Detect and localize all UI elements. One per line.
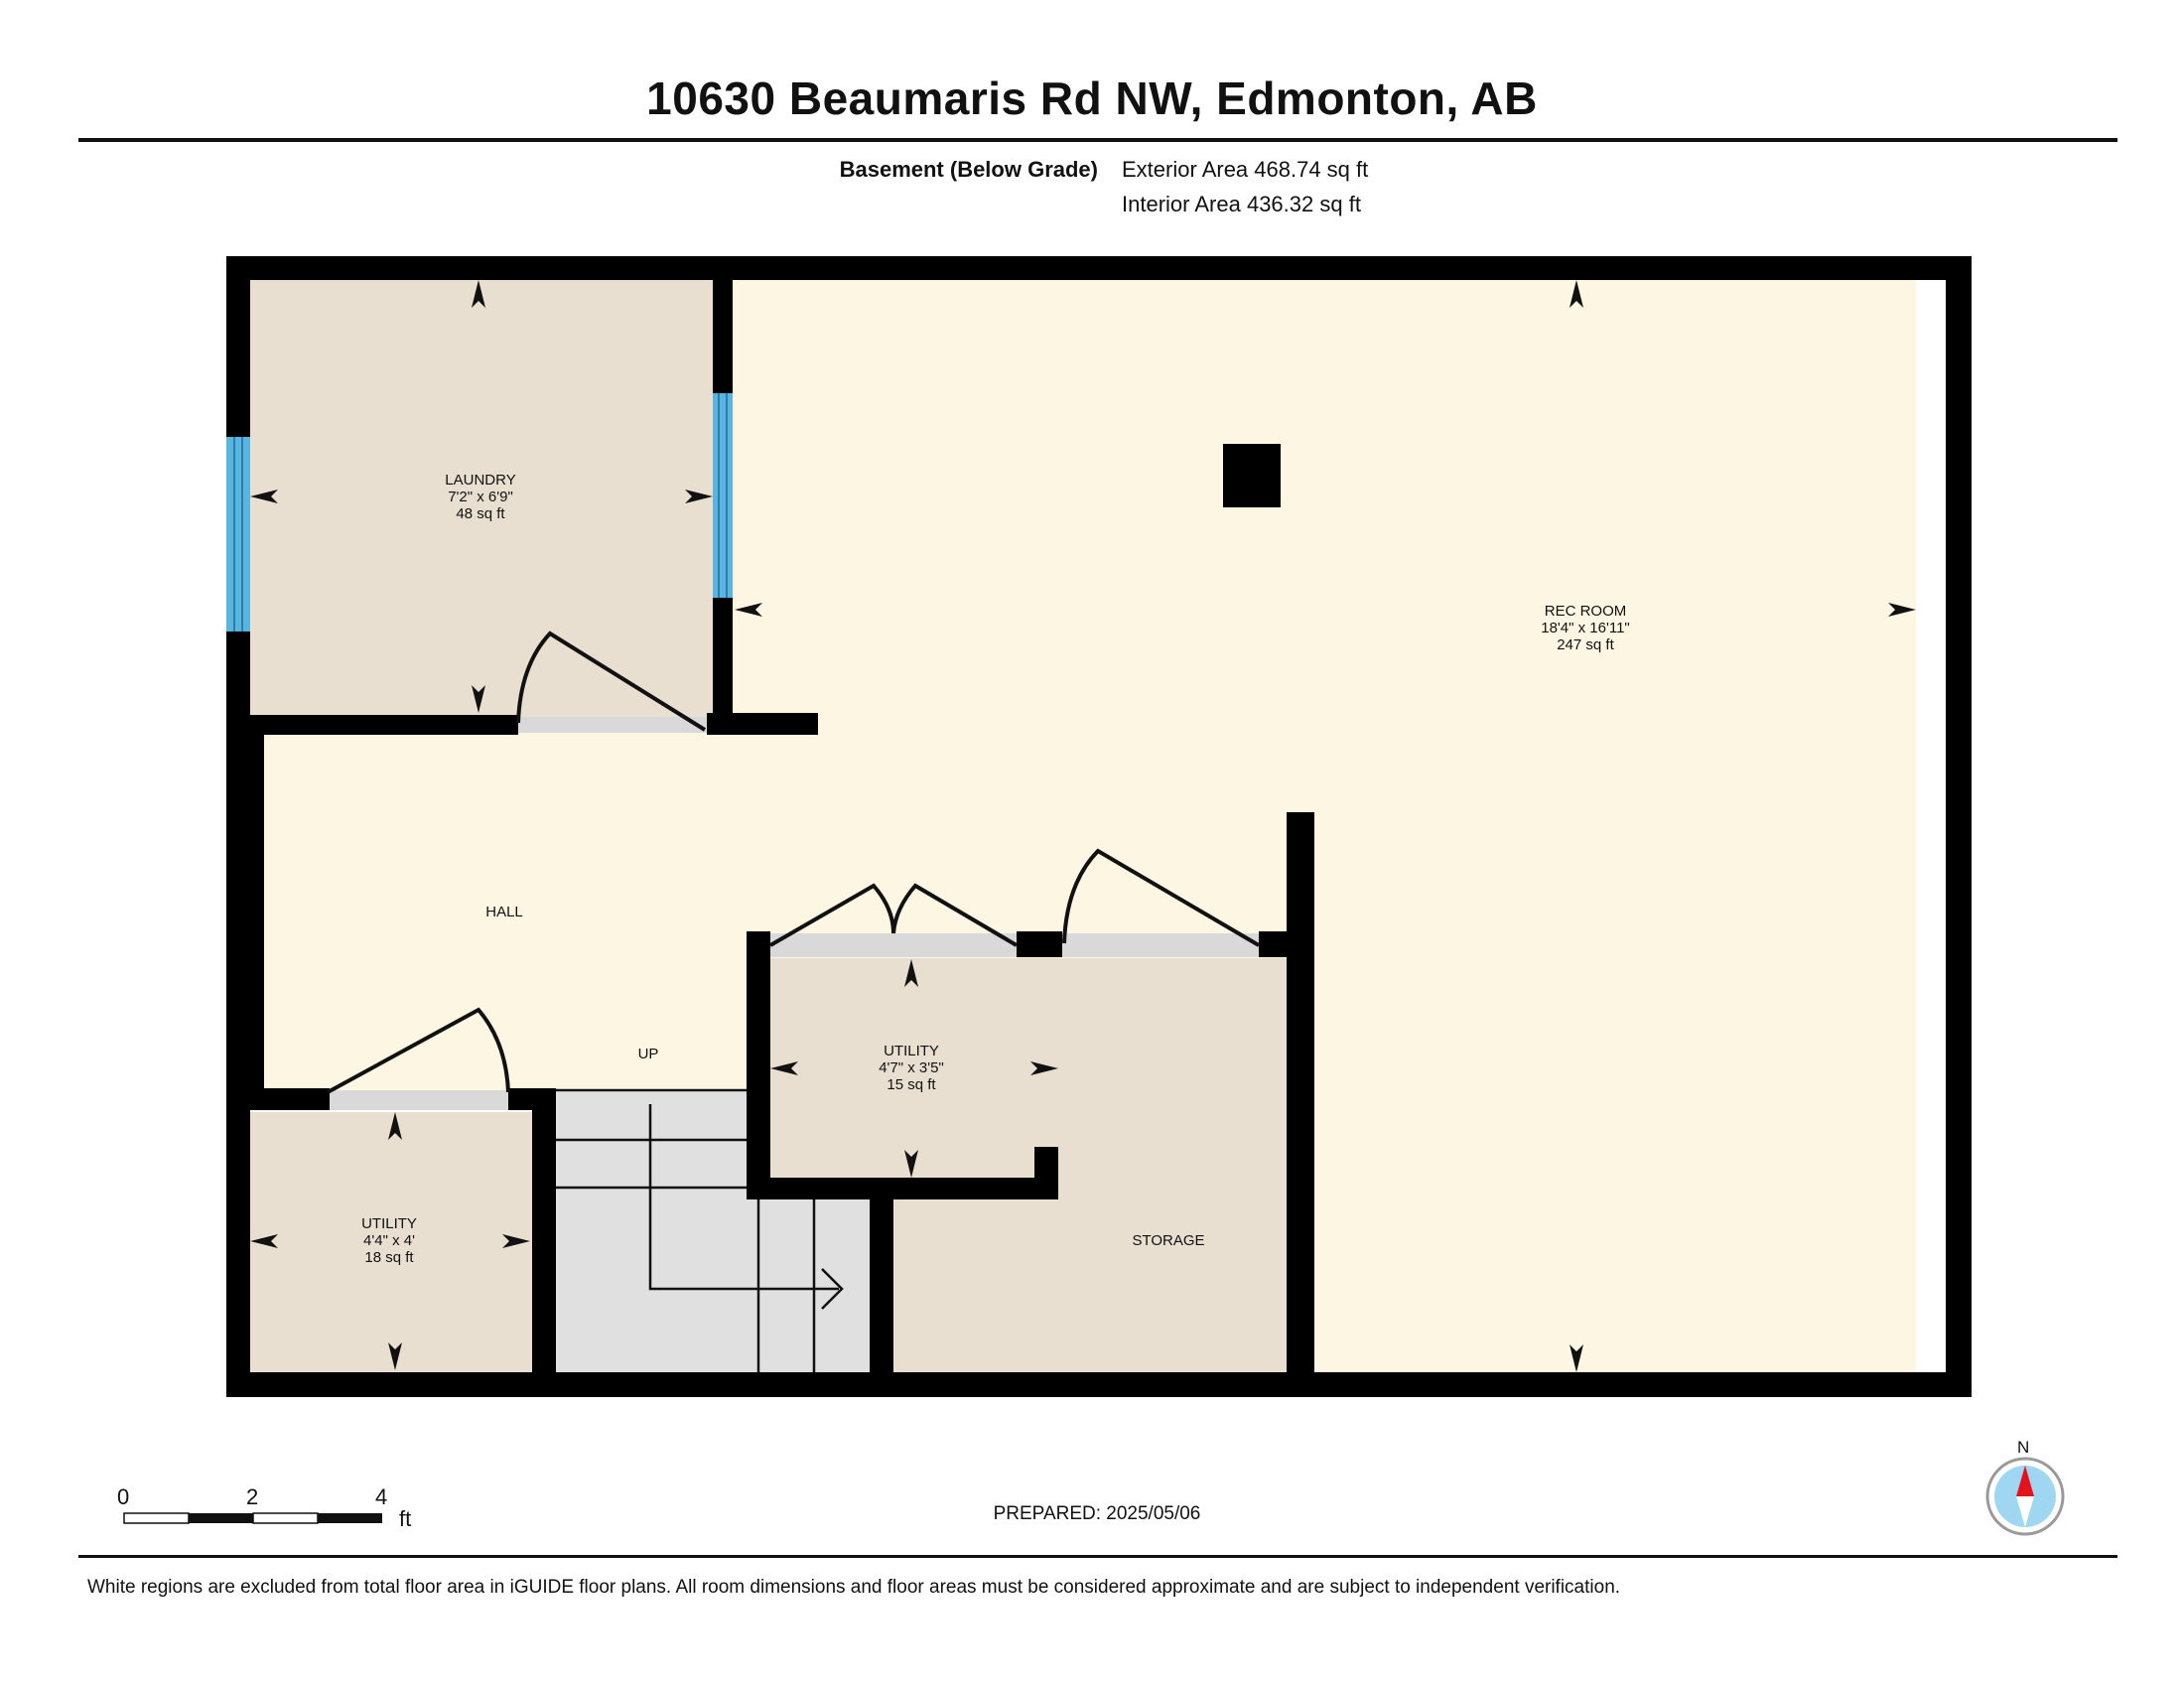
- rec-marker-left: [735, 603, 762, 617]
- window-left: [226, 437, 250, 632]
- rec-marker-bottom: [1570, 1344, 1583, 1372]
- door-sill-laundry: [518, 717, 707, 733]
- utility-left-area: 18 sq ft: [364, 1249, 414, 1266]
- wall-utility-left-top-a: [250, 1088, 330, 1110]
- utility-center-name: UTILITY: [884, 1043, 939, 1059]
- door-sill-storage: [1062, 933, 1259, 957]
- door-swings: [327, 631, 1261, 1094]
- utility-center-marker-bottom: [904, 1150, 918, 1178]
- utility-left-floor: [250, 1112, 532, 1372]
- storage-lower-floor: [893, 1182, 1287, 1372]
- wall-door-post-right: [1259, 931, 1289, 957]
- rec-room-column: [1223, 444, 1281, 507]
- utility-center-marker-right: [1030, 1061, 1058, 1075]
- stair-direction-arrow: [648, 1104, 839, 1291]
- stairs-up-label: UP: [638, 1046, 659, 1062]
- compass: [1985, 1457, 2065, 1536]
- utility-left-marker-top: [388, 1112, 402, 1140]
- wall-door-post-center: [1017, 931, 1062, 957]
- compass-needle-north: [2016, 1466, 2034, 1496]
- stair-lines: [556, 1088, 844, 1372]
- wall-laundry-bottom-left: [250, 715, 518, 735]
- wall-utility-center-left: [747, 931, 770, 1199]
- door-openings: [330, 717, 1259, 1110]
- interior-area: Interior Area 436.32 sq ft: [1122, 192, 1361, 216]
- hall-name: HALL: [485, 904, 523, 920]
- excluded-white-strip: [1916, 280, 1946, 1372]
- scale-unit: ft: [399, 1506, 412, 1531]
- page-title: 10630 Beaumaris Rd NW, Edmonton, AB: [646, 72, 1538, 124]
- door-swing-utility-center-b: [891, 883, 1019, 947]
- wall-stairs-right: [870, 1196, 893, 1376]
- scale-tick-2: 2: [246, 1484, 259, 1509]
- scale-tick-4: 4: [375, 1484, 388, 1509]
- wall-rec-divider: [1287, 812, 1314, 1372]
- door-sill-utility-center: [770, 933, 1017, 957]
- wall-outer-bottom: [226, 1372, 1972, 1397]
- scale-tick-0: 0: [117, 1484, 130, 1509]
- utility-left-marker-bottom: [388, 1342, 402, 1370]
- header-rule: [78, 138, 2117, 142]
- rec-room-area: 247 sq ft: [1557, 636, 1614, 653]
- laundry-name: LAUNDRY: [445, 472, 515, 489]
- door-swing-laundry: [516, 631, 707, 732]
- storage-name: STORAGE: [1132, 1232, 1204, 1249]
- wall-utility-left-right: [532, 1088, 556, 1372]
- utility-center-marker-left: [770, 1061, 798, 1075]
- wall-laundry-bottom-right: [707, 713, 818, 735]
- windows: [226, 393, 733, 632]
- utility-left-marker-left: [250, 1234, 278, 1248]
- laundry-floor: [250, 280, 715, 717]
- utility-left-dims: 4'4" x 4': [363, 1232, 415, 1249]
- utility-center-marker-top: [904, 959, 918, 987]
- door-swing-storage: [1062, 848, 1261, 947]
- utility-center-area: 15 sq ft: [887, 1076, 936, 1093]
- window-laundry-rec: [713, 393, 733, 598]
- rec-marker-top: [1570, 280, 1583, 308]
- laundry-marker-left: [250, 490, 278, 503]
- laundry-area: 48 sq ft: [456, 505, 505, 522]
- utility-left-marker-right: [502, 1234, 530, 1248]
- utility-left-name: UTILITY: [361, 1215, 417, 1232]
- walls: [226, 256, 1972, 1397]
- footer-rule: [78, 1555, 2117, 1558]
- wall-outer-left: [226, 256, 250, 1397]
- dimension-markers: [250, 280, 1916, 1372]
- laundry-dims: 7'2" x 6'9": [448, 489, 513, 505]
- rec-room-dims: 18'4" x 16'11": [1541, 620, 1630, 636]
- disclaimer: White regions are excluded from total fl…: [87, 1577, 1621, 1598]
- door-swing-utility-left: [327, 1007, 510, 1094]
- rec-room-name: REC ROOM: [1545, 603, 1627, 620]
- door-sill-utility-left: [330, 1090, 508, 1110]
- exterior-area: Exterior Area 468.74 sq ft: [1122, 157, 1369, 182]
- floor-label: Basement (Below Grade): [839, 157, 1098, 182]
- room-labels: LAUNDRY 7'2" x 6'9" 48 sq ft REC ROOM 18…: [361, 472, 1630, 1266]
- laundry-marker-bottom: [472, 685, 485, 713]
- utility-center-dims: 4'7" x 3'5": [879, 1059, 944, 1076]
- floor-fills: [250, 280, 1946, 1372]
- compass-needle-south: [2016, 1496, 2034, 1527]
- wall-utility-center-right: [1034, 1147, 1058, 1199]
- wall-hall-left: [250, 733, 264, 1090]
- scale-bar: [123, 1512, 382, 1524]
- wall-utility-center-bottom: [747, 1178, 1058, 1199]
- compass-north-label: N: [2017, 1438, 2030, 1457]
- rec-marker-right: [1888, 603, 1916, 617]
- laundry-marker-right: [685, 490, 713, 503]
- laundry-marker-top: [472, 280, 485, 308]
- prepared-date: PREPARED: 2025/05/06: [993, 1503, 1201, 1524]
- wall-outer-right: [1946, 256, 1972, 1397]
- wall-outer-top: [226, 256, 1972, 280]
